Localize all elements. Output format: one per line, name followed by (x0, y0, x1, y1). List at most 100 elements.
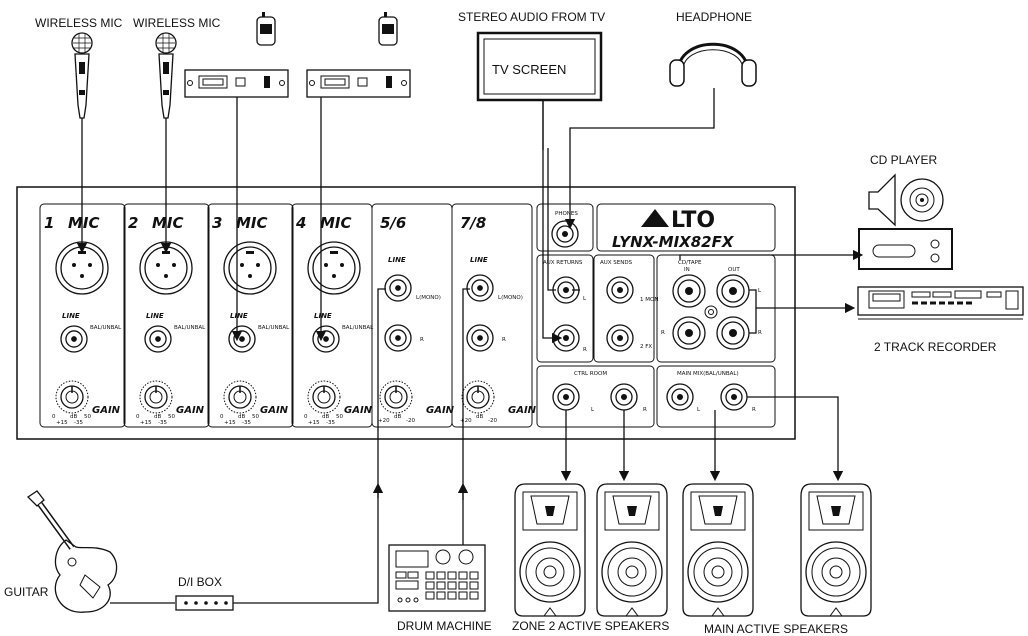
wireless-receiver-icon (306, 69, 411, 98)
aux-send-fx-jack (606, 324, 634, 352)
gain-scale: +15 (140, 420, 152, 426)
drum-pad (458, 571, 468, 580)
cd-center-icon (704, 305, 718, 319)
gain-label: GAIN (176, 405, 205, 416)
bal-unbal-label: BAL/UNBAL (90, 325, 122, 331)
r-label: R (502, 337, 506, 343)
guitar-label: GUITAR (4, 585, 49, 599)
gain-scale: 0 (52, 414, 56, 420)
brand-name: LTO (671, 208, 715, 233)
channel-number: 5/6 (380, 214, 406, 232)
gain-scale: +15 (224, 420, 236, 426)
fx-label: 2 FX (640, 344, 652, 350)
headphone-label: HEADPHONE (676, 10, 752, 24)
microphone-icon (71, 32, 93, 119)
gain-scale: 50 (252, 414, 259, 420)
cd-tape-label: CD/TAPE (678, 260, 702, 266)
cd-in-r-jack (672, 316, 706, 350)
gain-scale: -20 (406, 418, 415, 424)
drum-pad (458, 591, 468, 600)
cd-in-l-jack (672, 274, 706, 308)
recorder-label: 2 TRACK RECORDER (874, 340, 997, 354)
wireless-mic-label-2: WIRELESS MIC (133, 16, 221, 30)
tv-screen-icon (476, 31, 603, 102)
gain-scale: dB (322, 414, 329, 420)
zone2-speakers-label: ZONE 2 ACTIVE SPEAKERS (512, 619, 669, 633)
mixer-panel (16, 186, 796, 440)
gain-scale: 50 (84, 414, 91, 420)
line-label: LINE (230, 312, 248, 320)
gain-scale: +20 (378, 418, 390, 424)
gain-scale: -35 (158, 420, 167, 426)
gain-scale: -35 (242, 420, 251, 426)
gain-scale: 0 (220, 414, 224, 420)
drum-pad (447, 571, 457, 580)
drum-pad (447, 591, 457, 600)
main-speakers-label: MAIN ACTIVE SPEAKERS (704, 622, 848, 636)
gain-label: GAIN (260, 405, 289, 416)
alto-logo-triangle (641, 209, 669, 227)
cd-l-label: L (758, 288, 762, 294)
drum-pad (469, 571, 479, 580)
phones-label: PHONES (555, 211, 578, 217)
line-input-jack (144, 325, 172, 353)
drum-machine-icon (388, 544, 486, 612)
bal-unbal-label: BAL/UNBAL (258, 325, 290, 331)
channel-number: 4 (295, 214, 306, 232)
cd-in-label: IN (684, 267, 690, 273)
cd-out-l-jack (716, 274, 750, 308)
channel-number: 1 (44, 214, 54, 232)
aux-return-l-label: L (583, 296, 587, 302)
xlr-input-jack (223, 241, 277, 295)
microphone-icon (155, 32, 177, 119)
channel-name: MIC (236, 214, 268, 232)
channel-number: 7/8 (460, 214, 486, 232)
gain-scale: -35 (326, 420, 335, 426)
line-r-jack (466, 324, 494, 352)
active-speaker-icon (682, 483, 754, 617)
two-track-recorder-icon (857, 286, 1024, 320)
wireless-receiver-icon (184, 69, 289, 98)
aux-return-r-label: R (583, 347, 587, 353)
bal-unbal-label: BAL/UNBAL (342, 325, 374, 331)
main-mix-l-jack (666, 383, 694, 411)
l-mono-label: L(MONO) (416, 295, 441, 301)
channel-number: 3 (212, 214, 222, 232)
gain-knob (139, 380, 173, 414)
tv-screen-label: TV SCREEN (492, 62, 566, 77)
drum-pad (436, 581, 446, 590)
channel-number: 2 (128, 214, 138, 232)
active-speaker-icon (596, 483, 668, 617)
aux-returns-label: AUX RETURNS (543, 260, 583, 266)
drum-pad (458, 581, 468, 590)
cable-connections (76, 88, 864, 604)
line-r-jack (384, 324, 412, 352)
drum-pad (425, 581, 435, 590)
tv-source-label: STEREO AUDIO FROM TV (458, 10, 605, 24)
di-box-icon (175, 595, 234, 611)
gain-scale: +15 (56, 420, 68, 426)
cd-out-label: OUT (728, 267, 740, 273)
gain-scale: dB (238, 414, 245, 420)
drum-pad (469, 581, 479, 590)
gain-scale: -20 (488, 418, 497, 424)
drum-pad (436, 591, 446, 600)
cd-out-r-jack (716, 316, 750, 350)
guitar-icon (26, 490, 118, 613)
line-l-jack (384, 274, 412, 302)
cd-r-label: R (758, 330, 762, 336)
main-mix-l-label: L (697, 407, 701, 413)
gain-scale: dB (70, 414, 77, 420)
cd-disc-icon (900, 178, 944, 222)
r-label: R (420, 337, 424, 343)
line-l-jack (466, 274, 494, 302)
gain-knob (379, 380, 413, 414)
mon-label: 1 MON (640, 297, 658, 303)
gain-scale: 0 (304, 414, 308, 420)
bal-unbal-label: BAL/UNBAL (174, 325, 206, 331)
line-label: LINE (388, 256, 406, 264)
gain-scale: 50 (168, 414, 175, 420)
gain-scale: dB (476, 414, 483, 420)
channel-name: MIC (152, 214, 184, 232)
